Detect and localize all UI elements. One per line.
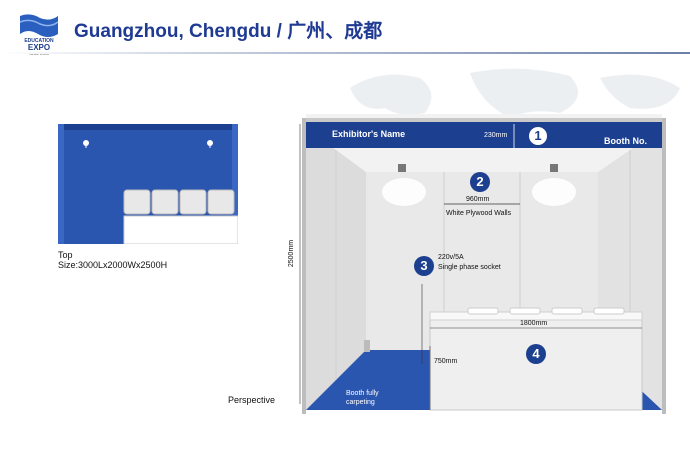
world-map-decoration (330, 58, 690, 168)
booth-height-label: 2500mm (288, 239, 296, 268)
counter-height-label: 750mm (434, 358, 458, 365)
logo-line-1: EDUCATION (24, 38, 54, 44)
exhibitor-name-label: Exhibitor's Name (332, 129, 406, 139)
badge-2: 2 (470, 172, 490, 192)
wall-type-label: White Plywood Walls (446, 210, 512, 217)
header: EDUCATION EXPO Since 2000 Guangzhou, Che… (0, 0, 690, 56)
top-caption-size: Size:3000Lx2000Wx2500H (58, 260, 168, 270)
top-caption-title: Top (58, 250, 73, 260)
wall-width-label: 960mm (466, 196, 490, 203)
socket-type-label: Single phase socket (438, 264, 501, 271)
socket-spec-label: 220v/5A (438, 254, 464, 261)
booth-perspective-view: Exhibitor's Name Booth No. 230mm 1 2 960… (288, 114, 670, 418)
counter-width-label: 1800mm (520, 320, 548, 327)
page-title: Guangzhou, Chengdu / 广州、成都 (74, 21, 383, 42)
carpet-label-2: carpeting (346, 399, 375, 406)
badge-3: 3 (414, 256, 434, 276)
booth-top-view (58, 124, 239, 245)
carpet-label-1: Booth fully (346, 390, 379, 397)
education-expo-logo: EDUCATION EXPO Since 2000 (16, 12, 62, 56)
booth-number-label: Booth No. (604, 136, 647, 146)
badge-1: 1 (528, 126, 548, 146)
perspective-caption: Perspective (228, 395, 276, 405)
fascia-height-label: 230mm (484, 132, 508, 139)
top-view-caption: Top Size:3000Lx2000Wx2500H (58, 250, 167, 270)
header-divider (0, 52, 690, 54)
logo-line-2: EXPO (28, 43, 50, 52)
badge-4: 4 (526, 344, 546, 364)
